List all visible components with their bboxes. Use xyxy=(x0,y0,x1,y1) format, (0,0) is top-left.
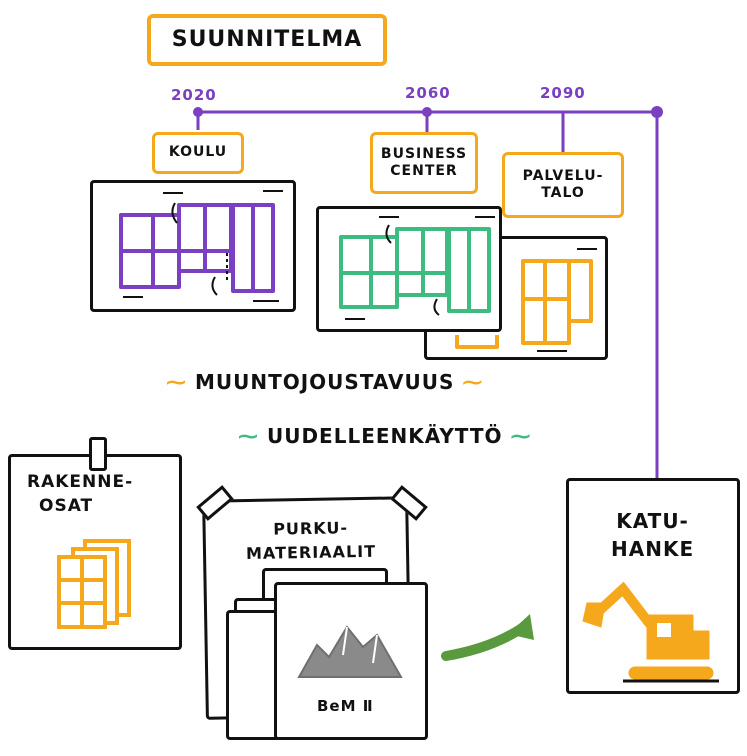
timeline-dot-2020 xyxy=(193,107,203,117)
uudelleenkaytto-text: ⁓ UUDELLEENKÄYTTÖ ⁓ xyxy=(238,424,532,448)
timeline-dot-2060 xyxy=(422,107,432,117)
koulu-floorplan-card xyxy=(90,180,296,312)
bem-label: BeM Ⅱ xyxy=(317,697,374,715)
katuhanke-label: KATU- HANKE xyxy=(611,509,695,561)
palvelutalo-label-box: PALVELU- TALO xyxy=(502,152,624,218)
business-center-floorplan-icon xyxy=(339,216,495,320)
rakenneosat-clip xyxy=(89,437,107,471)
year-2060: 2060 xyxy=(405,84,451,102)
katuhanke-card: KATU- HANKE xyxy=(566,478,740,694)
business-center-label-line2: CENTER xyxy=(390,163,458,179)
koulu-label: KOULU xyxy=(168,144,228,161)
palvelutalo-floorplan-icon xyxy=(455,248,597,352)
palvelutalo-label-line1: PALVELU- xyxy=(522,167,604,184)
koulu-label-box: KOULU xyxy=(152,132,244,174)
year-2020: 2020 xyxy=(171,86,217,104)
business-center-floorplan-card xyxy=(316,206,502,332)
koulu-floorplan-icon xyxy=(119,190,283,302)
excavator-icon xyxy=(582,581,719,683)
rock-pile-icon xyxy=(297,625,403,678)
page-title: SUUNNITELMA xyxy=(171,27,363,53)
palvelutalo-label-line2: TALO xyxy=(541,185,585,201)
year-2090: 2090 xyxy=(540,84,586,102)
building-blocks-icon xyxy=(57,539,131,629)
rakenneosat-card: RAKENNE- OSAT xyxy=(8,437,182,650)
muuntojoustavuus-text: ⁓ MUUNTOJOUSTAVUUS ⁓ xyxy=(166,370,484,394)
page-title-box: SUUNNITELMA xyxy=(147,14,387,66)
bem-document: BeM Ⅱ xyxy=(274,582,428,740)
business-center-label-line1: BUSINESS xyxy=(380,145,468,162)
rakenneosat-label: RAKENNE- OSAT xyxy=(27,472,134,516)
business-center-label-box: BUSINESS CENTER xyxy=(370,132,478,194)
